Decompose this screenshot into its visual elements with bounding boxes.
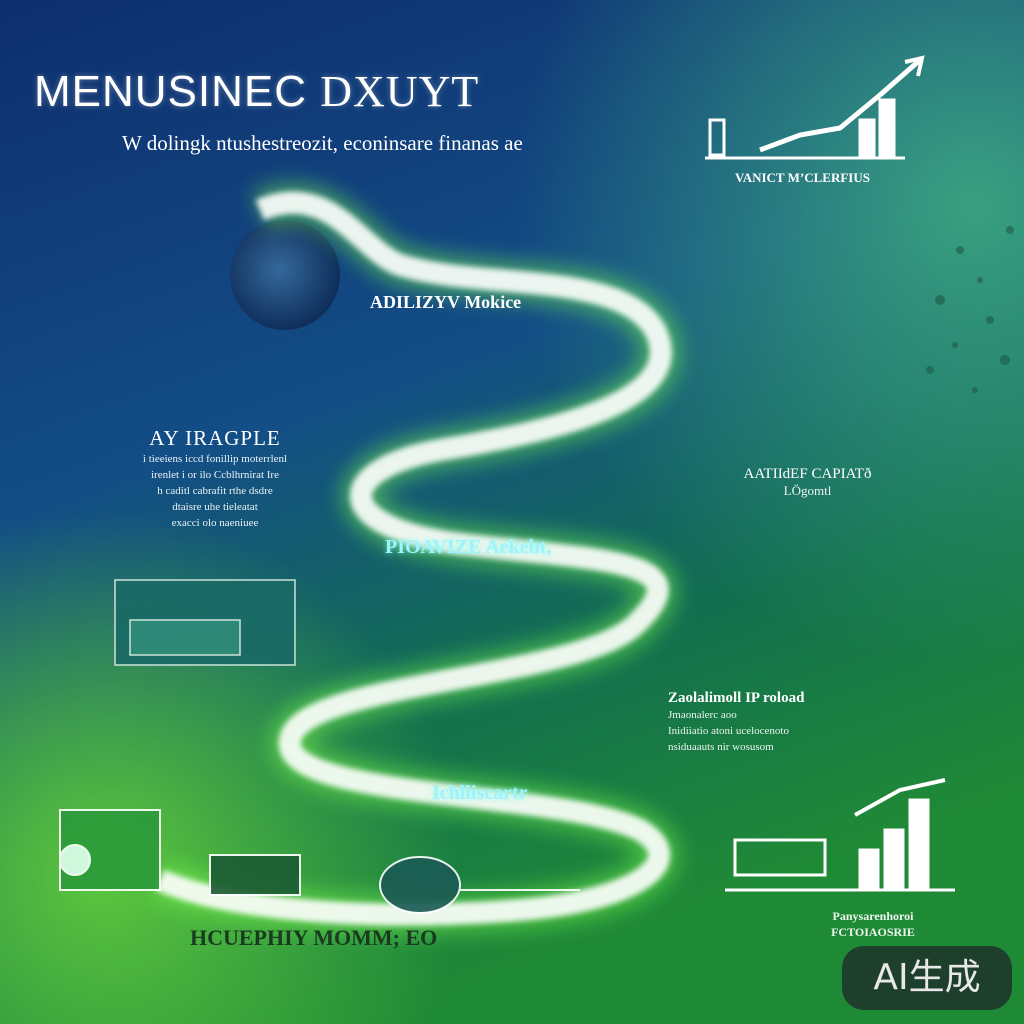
factory-icon bbox=[114, 579, 296, 666]
ai-generated-badge: AI生成 bbox=[842, 946, 1012, 1010]
left-block-line: h caditl cabrafit rthe dsdre bbox=[157, 485, 273, 497]
bar-chart-icon bbox=[725, 778, 955, 892]
line-chart-icon bbox=[705, 55, 925, 160]
path-label-2: PIOAVIZE Aekeht, bbox=[385, 536, 552, 558]
right-mid-block: AATIIdEF CAPIATð LÖgomtl bbox=[725, 466, 890, 499]
left-info-block: AY IRAGPLE i tieeiens iccd fonillip mote… bbox=[120, 426, 310, 531]
left-block-heading: AY IRAGPLE bbox=[149, 426, 281, 450]
bottom-chart-caption: Panysarenhoroi FCTOIAOSRIE bbox=[808, 908, 938, 940]
right-block-line: nsiduaauts nir wosusom bbox=[668, 741, 774, 753]
left-block-line: exacci olo naeniuee bbox=[171, 517, 259, 529]
path-label-1: ADILIZYV Mokice bbox=[370, 292, 522, 312]
right-block-line: Inidiiatio atoni ucelocenoto bbox=[668, 725, 789, 737]
title-thin: DXUYT bbox=[320, 67, 480, 116]
left-block-line: dtaisre uhe tieleatat bbox=[172, 501, 258, 513]
left-block-line: i tieeiens iccd fonillip moterrlenl bbox=[142, 453, 288, 465]
left-block-line: irenlet i or ilo Ccblhrnirat Ire bbox=[151, 469, 279, 481]
bottom-caption-line: FCTOIAOSRIE bbox=[831, 925, 915, 939]
page-title: MENUSINEC DXUYT bbox=[34, 66, 479, 117]
path-label-4: HCUEPHIY MOMM; EO bbox=[190, 925, 438, 950]
lab-equipment-icon bbox=[59, 809, 580, 914]
path-label-3: Ichlliscartr bbox=[432, 782, 528, 804]
right-mid-heading: AATIIdEF CAPIATð bbox=[743, 466, 872, 482]
bottom-caption-line: Panysarenhoroi bbox=[832, 909, 914, 923]
right-mid-sub: LÖgomtl bbox=[783, 483, 832, 498]
right-block-heading: Zaolalimoll IP roload bbox=[668, 690, 805, 706]
right-block-line: Jmaonalerc aoo bbox=[668, 709, 737, 721]
title-main: MENUSINEC bbox=[34, 67, 308, 116]
globe-icon bbox=[230, 220, 340, 330]
right-info-block: Zaolalimoll IP roload Jmaonalerc aoo Ini… bbox=[668, 690, 848, 755]
top-chart-caption: VANICT M’CLERFIUS bbox=[735, 170, 870, 185]
subtitle: W dolingk ntushestreozit, econinsare fin… bbox=[122, 131, 523, 155]
